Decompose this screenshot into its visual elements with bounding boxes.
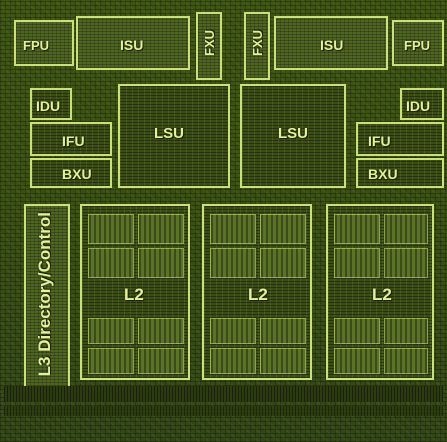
l2-array-cell <box>260 248 306 278</box>
l2-array-cell <box>384 348 428 374</box>
l2-array-cell <box>138 214 184 244</box>
bxu-right-label: BXU <box>368 166 398 182</box>
isu-left-block: ISU <box>76 16 190 70</box>
l2-array-cell <box>334 318 380 344</box>
l2-array-cell <box>384 214 428 244</box>
l2-label-1: L2 <box>124 285 144 304</box>
l2-array-cell <box>88 214 134 244</box>
l2-array-cell <box>260 214 306 244</box>
ifu-right-block: IFU <box>356 122 444 156</box>
l2-array-cell <box>260 348 306 374</box>
l2-label-3: L2 <box>372 285 392 304</box>
fxu-left-block: FXU <box>196 12 222 80</box>
l2-array-cell <box>210 318 256 344</box>
lsu-right-label: LSU <box>278 125 308 142</box>
l2-array-cell <box>138 318 184 344</box>
ifu-left-block: IFU <box>30 122 112 156</box>
l2-cache-block-2: L2 <box>202 204 312 380</box>
l2-array-cell <box>260 318 306 344</box>
l3-directory-block: L3 Directory/Control <box>24 204 70 400</box>
l2-array-cell <box>88 248 134 278</box>
l2-array-cell <box>334 214 380 244</box>
fxu-right-block: FXU <box>244 12 270 80</box>
l2-array-cell <box>384 248 428 278</box>
fxu-left-label: FXU <box>202 30 217 56</box>
l2-cache-block-1: L2 <box>80 204 190 380</box>
io-bus-strip <box>4 386 443 402</box>
l2-array-cell <box>210 214 256 244</box>
l2-cache-block-3: L2 <box>326 204 434 380</box>
fpu-right-label: FPU <box>404 38 430 53</box>
bxu-right-block: BXU <box>356 158 444 188</box>
l2-array-cell <box>138 348 184 374</box>
lsu-left-block: LSU <box>118 84 230 188</box>
ifu-left-label: IFU <box>62 133 85 149</box>
l2-array-cell <box>88 348 134 374</box>
fpu-right-block: FPU <box>392 20 444 66</box>
lsu-right-block: LSU <box>240 84 346 188</box>
ifu-right-label: IFU <box>368 133 391 149</box>
fxu-right-label: FXU <box>250 30 265 56</box>
bxu-left-block: BXU <box>30 158 112 188</box>
l3-directory-label: L3 Directory/Control <box>35 212 54 377</box>
l2-array-cell <box>384 318 428 344</box>
fpu-left-label: FPU <box>23 38 49 53</box>
l2-array-cell <box>88 318 134 344</box>
l2-label-2: L2 <box>248 285 268 304</box>
bxu-left-label: BXU <box>62 166 92 182</box>
l2-array-cell <box>210 248 256 278</box>
idu-left-label: IDU <box>36 98 61 114</box>
idu-right-label: IDU <box>406 98 431 114</box>
l2-array-cell <box>138 248 184 278</box>
fpu-left-block: FPU <box>14 20 74 66</box>
isu-right-block: ISU <box>274 16 388 70</box>
idu-right-block: IDU <box>400 88 444 120</box>
isu-right-label: ISU <box>320 37 344 53</box>
isu-left-label: ISU <box>120 37 144 53</box>
idu-left-block: IDU <box>30 88 72 120</box>
l2-array-cell <box>210 348 256 374</box>
l2-array-cell <box>334 248 380 278</box>
l2-array-cell <box>334 348 380 374</box>
lsu-left-label: LSU <box>154 125 184 142</box>
io-bus-strip-lower <box>4 406 443 416</box>
